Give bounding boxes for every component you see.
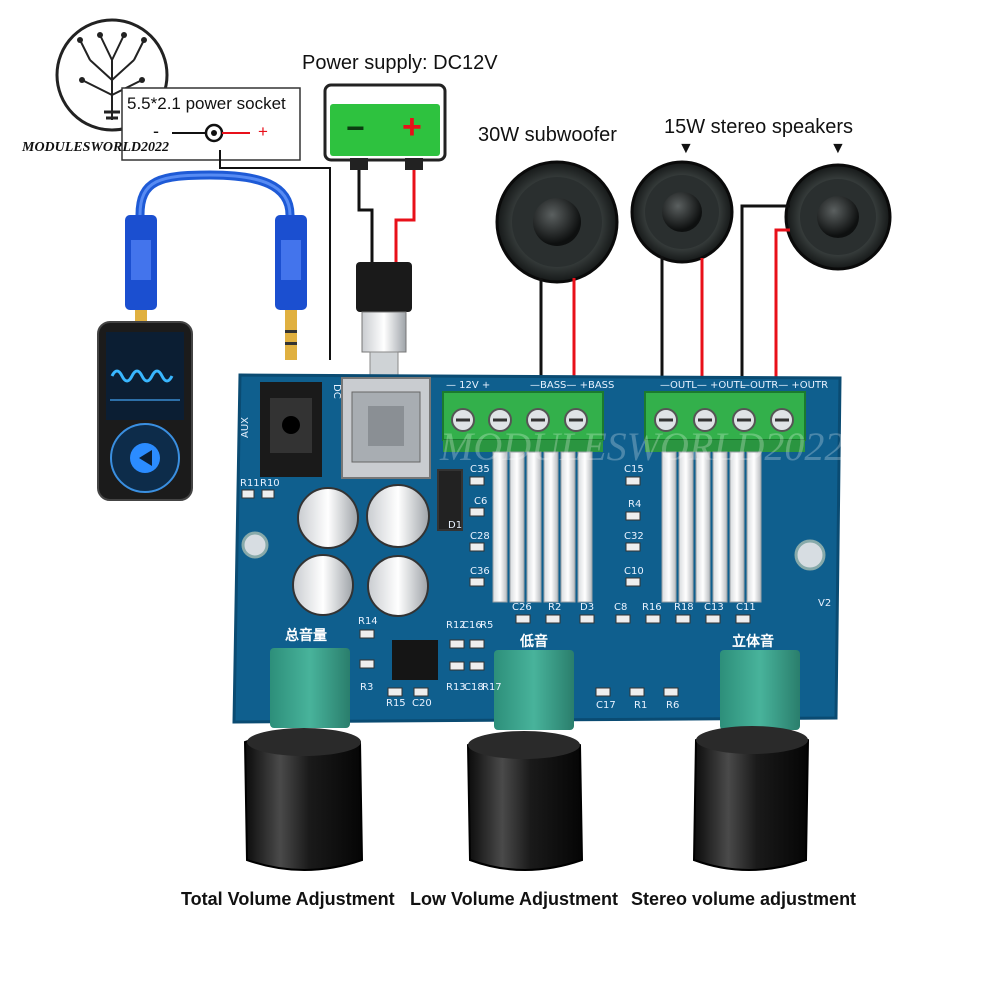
- terminal-block-output: [644, 391, 806, 452]
- component-label: C13: [704, 602, 724, 613]
- stereo-speakers-label: 15W stereo speakers: [664, 116, 853, 138]
- board-cn-bass: 低音: [519, 633, 548, 650]
- socket-link-wire: [219, 150, 331, 360]
- socket-minus: -: [153, 121, 159, 141]
- capacitors: [292, 469, 463, 617]
- component-label: C20: [412, 698, 432, 709]
- component-label: R2: [548, 602, 561, 613]
- dc-plug: [356, 262, 412, 383]
- battery-icon: [323, 83, 447, 170]
- pot-stereo: [692, 650, 810, 871]
- caption-total-volume: Total Volume Adjustment: [181, 889, 395, 909]
- right-speaker-pointer-icon: ▼: [830, 140, 846, 157]
- board-version: V2: [818, 598, 831, 609]
- battery-minus: −: [346, 110, 365, 146]
- component-label: R1: [634, 700, 647, 711]
- watermark-text: MODULESWORLD2022: [439, 424, 844, 469]
- board-dc-label: DC: [331, 384, 342, 399]
- board-outr-header: —OUTR— +OUTR: [740, 380, 828, 391]
- power-supply-label: Power supply: DC12V: [302, 52, 498, 74]
- board-cn-total: 总音量: [285, 627, 327, 644]
- component-label: C36: [470, 566, 490, 577]
- component-label: R5: [480, 620, 493, 631]
- op-amp-chip: [392, 640, 438, 680]
- heatsink-stereo: [661, 451, 762, 603]
- component-label: C26: [512, 602, 532, 613]
- mp3-player: [97, 321, 193, 501]
- component-label: D1: [448, 520, 462, 531]
- board-cn-stereo: 立体音: [732, 633, 774, 650]
- pot-total: [243, 648, 364, 871]
- power-socket-label: 5.5*2.1 power socket: [127, 94, 286, 113]
- speaker-wires: [539, 204, 790, 390]
- component-label: R17: [482, 682, 502, 693]
- component-label: R13: [446, 682, 466, 693]
- component-label: C6: [474, 496, 487, 507]
- component-label: C16: [462, 620, 482, 631]
- socket-plus: +: [258, 122, 268, 141]
- dc-socket: [341, 377, 431, 479]
- component-label: R12: [446, 620, 466, 631]
- component-label: R3: [360, 682, 373, 693]
- board-aux-label: AUX: [240, 417, 251, 438]
- component-label: R6: [666, 700, 679, 711]
- board-bass-header: —BASS— +BASS: [530, 380, 614, 391]
- right-speaker-icon: [784, 163, 892, 271]
- brand-name: MODULESWORLD2022: [22, 140, 170, 155]
- heatsink-bass: [492, 451, 593, 603]
- component-label: C32: [624, 531, 644, 542]
- dc-red-wire: [394, 170, 416, 270]
- left-speaker-icon: [630, 160, 734, 264]
- component-label: C18: [464, 682, 484, 693]
- component-label: C10: [624, 566, 644, 577]
- caption-low-volume: Low Volume Adjustment: [410, 889, 619, 909]
- dc-black-wire: [357, 170, 374, 270]
- component-label: R11: [240, 478, 260, 489]
- component-label: R14: [358, 616, 378, 627]
- board-component-labels: R11 R10 C35 C6 C28 C36 C15 R4 C32 C10 C2…: [240, 464, 756, 711]
- component-label: C11: [736, 602, 756, 613]
- caption-stereo-volume: Stereo volume adjustment: [631, 889, 857, 909]
- component-label: C15: [624, 464, 644, 475]
- aux-jack: [260, 382, 322, 477]
- component-label: C8: [614, 602, 627, 613]
- battery-plus: +: [402, 108, 422, 146]
- power-socket-icon: [172, 123, 250, 143]
- power-socket-box: [121, 87, 301, 161]
- component-label: R10: [260, 478, 280, 489]
- component-label: D3: [580, 602, 594, 613]
- component-label: C35: [470, 464, 490, 475]
- component-label: R18: [674, 602, 694, 613]
- component-label: C17: [596, 700, 616, 711]
- board-power-header: — 12V +: [446, 380, 490, 391]
- board-outl-header: —OUTL— +OUTL: [660, 380, 746, 391]
- subwoofer-speaker-icon: [495, 160, 619, 284]
- subwoofer-label: 30W subwoofer: [478, 124, 617, 146]
- pot-low: [466, 650, 584, 871]
- left-speaker-pointer-icon: ▼: [678, 140, 694, 157]
- component-label: R4: [628, 499, 641, 510]
- aux-cable: [125, 170, 307, 360]
- terminal-block-power: [442, 391, 604, 452]
- smd-parts: [241, 476, 751, 697]
- component-label: C28: [470, 531, 490, 542]
- component-label: R16: [642, 602, 662, 613]
- component-label: R15: [386, 698, 406, 709]
